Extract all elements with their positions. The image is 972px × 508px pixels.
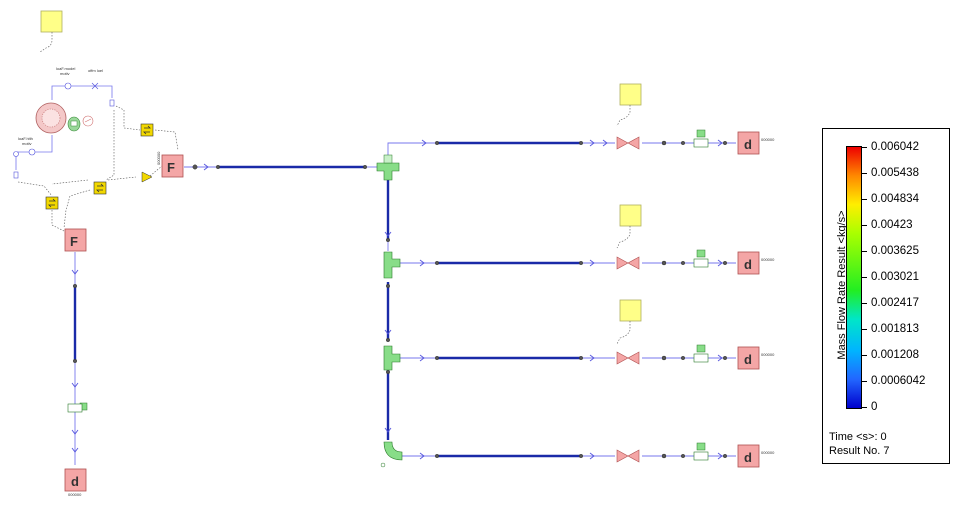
controller-block-3[interactable] [45, 196, 59, 210]
legend-tick-mark [861, 225, 867, 226]
tee-junction-2[interactable] [383, 251, 401, 279]
legend-tick-label: 0.003021 [871, 271, 919, 283]
valve-row3[interactable] [616, 351, 640, 365]
legend-tick-label: 0.0006042 [871, 375, 926, 387]
legend-tick-label: 0.005438 [871, 167, 919, 179]
legend-tick-label: 0.003625 [871, 245, 919, 257]
valve-row1[interactable] [616, 136, 640, 150]
controller-block-1[interactable] [140, 123, 154, 137]
sensor-row4[interactable] [693, 442, 709, 461]
result-label: Result No. 7 [829, 445, 890, 457]
node-id-label: 000000 [761, 137, 775, 142]
legend-tick-mark [861, 381, 867, 382]
svg-text:d: d [744, 352, 752, 367]
legend-tick-label: 0.00423 [871, 219, 913, 231]
legend-tick-label: 0.006042 [871, 141, 919, 153]
svg-text:F: F [70, 234, 78, 249]
legend-tick-mark [861, 407, 867, 408]
legend-tick-mark [861, 329, 867, 330]
node-id-label: 000000 [156, 151, 161, 165]
legend-tick-mark [861, 199, 867, 200]
legend-tick-mark [861, 251, 867, 252]
pressure-boundary-lower-left[interactable]: d [64, 468, 87, 492]
legend-tick-label: 0.001813 [871, 323, 919, 335]
legend-tick-label: 0.002417 [871, 297, 919, 309]
svg-text:d: d [71, 474, 79, 489]
sensor-row3[interactable] [693, 344, 709, 363]
sensor-row2[interactable] [693, 249, 709, 268]
sensor-lower-left[interactable] [67, 402, 88, 413]
svg-text:d: d [744, 137, 752, 152]
svg-text:loaF.model: loaF.model [56, 66, 75, 71]
main-pipes [71, 139, 736, 465]
loop-left-label: loaF.hlth [18, 136, 33, 141]
tee-junction-1[interactable] [376, 154, 400, 181]
annotation-note-row2[interactable] [616, 204, 642, 249]
svg-text:motiv: motiv [60, 71, 70, 76]
pressure-boundary-row3[interactable]: d [737, 346, 760, 370]
pump-icon[interactable] [35, 102, 94, 134]
node-id-label: 000000 [68, 492, 82, 497]
svg-text:d: d [744, 450, 752, 465]
control-loop: loaF.hlth motiv loaF.model motiv offm lo… [13, 66, 179, 233]
legend-tick-mark [861, 277, 867, 278]
node-id-label: 000000 [761, 450, 775, 455]
pressure-boundary-row4[interactable]: d [737, 444, 760, 468]
svg-text:motiv: motiv [22, 141, 32, 146]
tee-junction-3[interactable] [383, 345, 401, 371]
legend-tick-mark [861, 173, 867, 174]
svg-text:F: F [167, 160, 175, 175]
legend-tick-label: 0 [871, 401, 878, 413]
valve-row2[interactable] [616, 256, 640, 270]
sensor-row1[interactable] [693, 129, 709, 148]
controller-block-2[interactable] [93, 181, 107, 195]
valve-row4[interactable] [616, 449, 640, 463]
colorbar [846, 146, 862, 409]
annotation-note-top-left[interactable] [39, 10, 63, 53]
pressure-boundary-row2[interactable]: d [737, 251, 760, 275]
legend-tick-mark [861, 355, 867, 356]
legend-tick-label: 0.001208 [871, 349, 919, 361]
legend-tick-mark [861, 303, 867, 304]
gain-triangle-icon[interactable] [141, 171, 153, 183]
annotation-note-row1[interactable] [616, 83, 642, 127]
node-id-label: 000000 [761, 352, 775, 357]
node-id-label: 000000 [761, 257, 775, 262]
elbow-bend[interactable] [380, 441, 403, 468]
pressure-boundary-row1[interactable]: d [737, 131, 760, 155]
legend-tick-label: 0.004834 [871, 193, 919, 205]
svg-text:d: d [744, 257, 752, 272]
flow-source-lower[interactable]: F [64, 228, 87, 252]
legend-tick-mark [861, 147, 867, 148]
time-label: Time <s>: 0 [829, 431, 887, 443]
flow-source-upper[interactable]: F [161, 154, 184, 178]
svg-text:offm loel: offm loel [88, 68, 103, 73]
annotation-note-row3[interactable] [616, 299, 642, 345]
